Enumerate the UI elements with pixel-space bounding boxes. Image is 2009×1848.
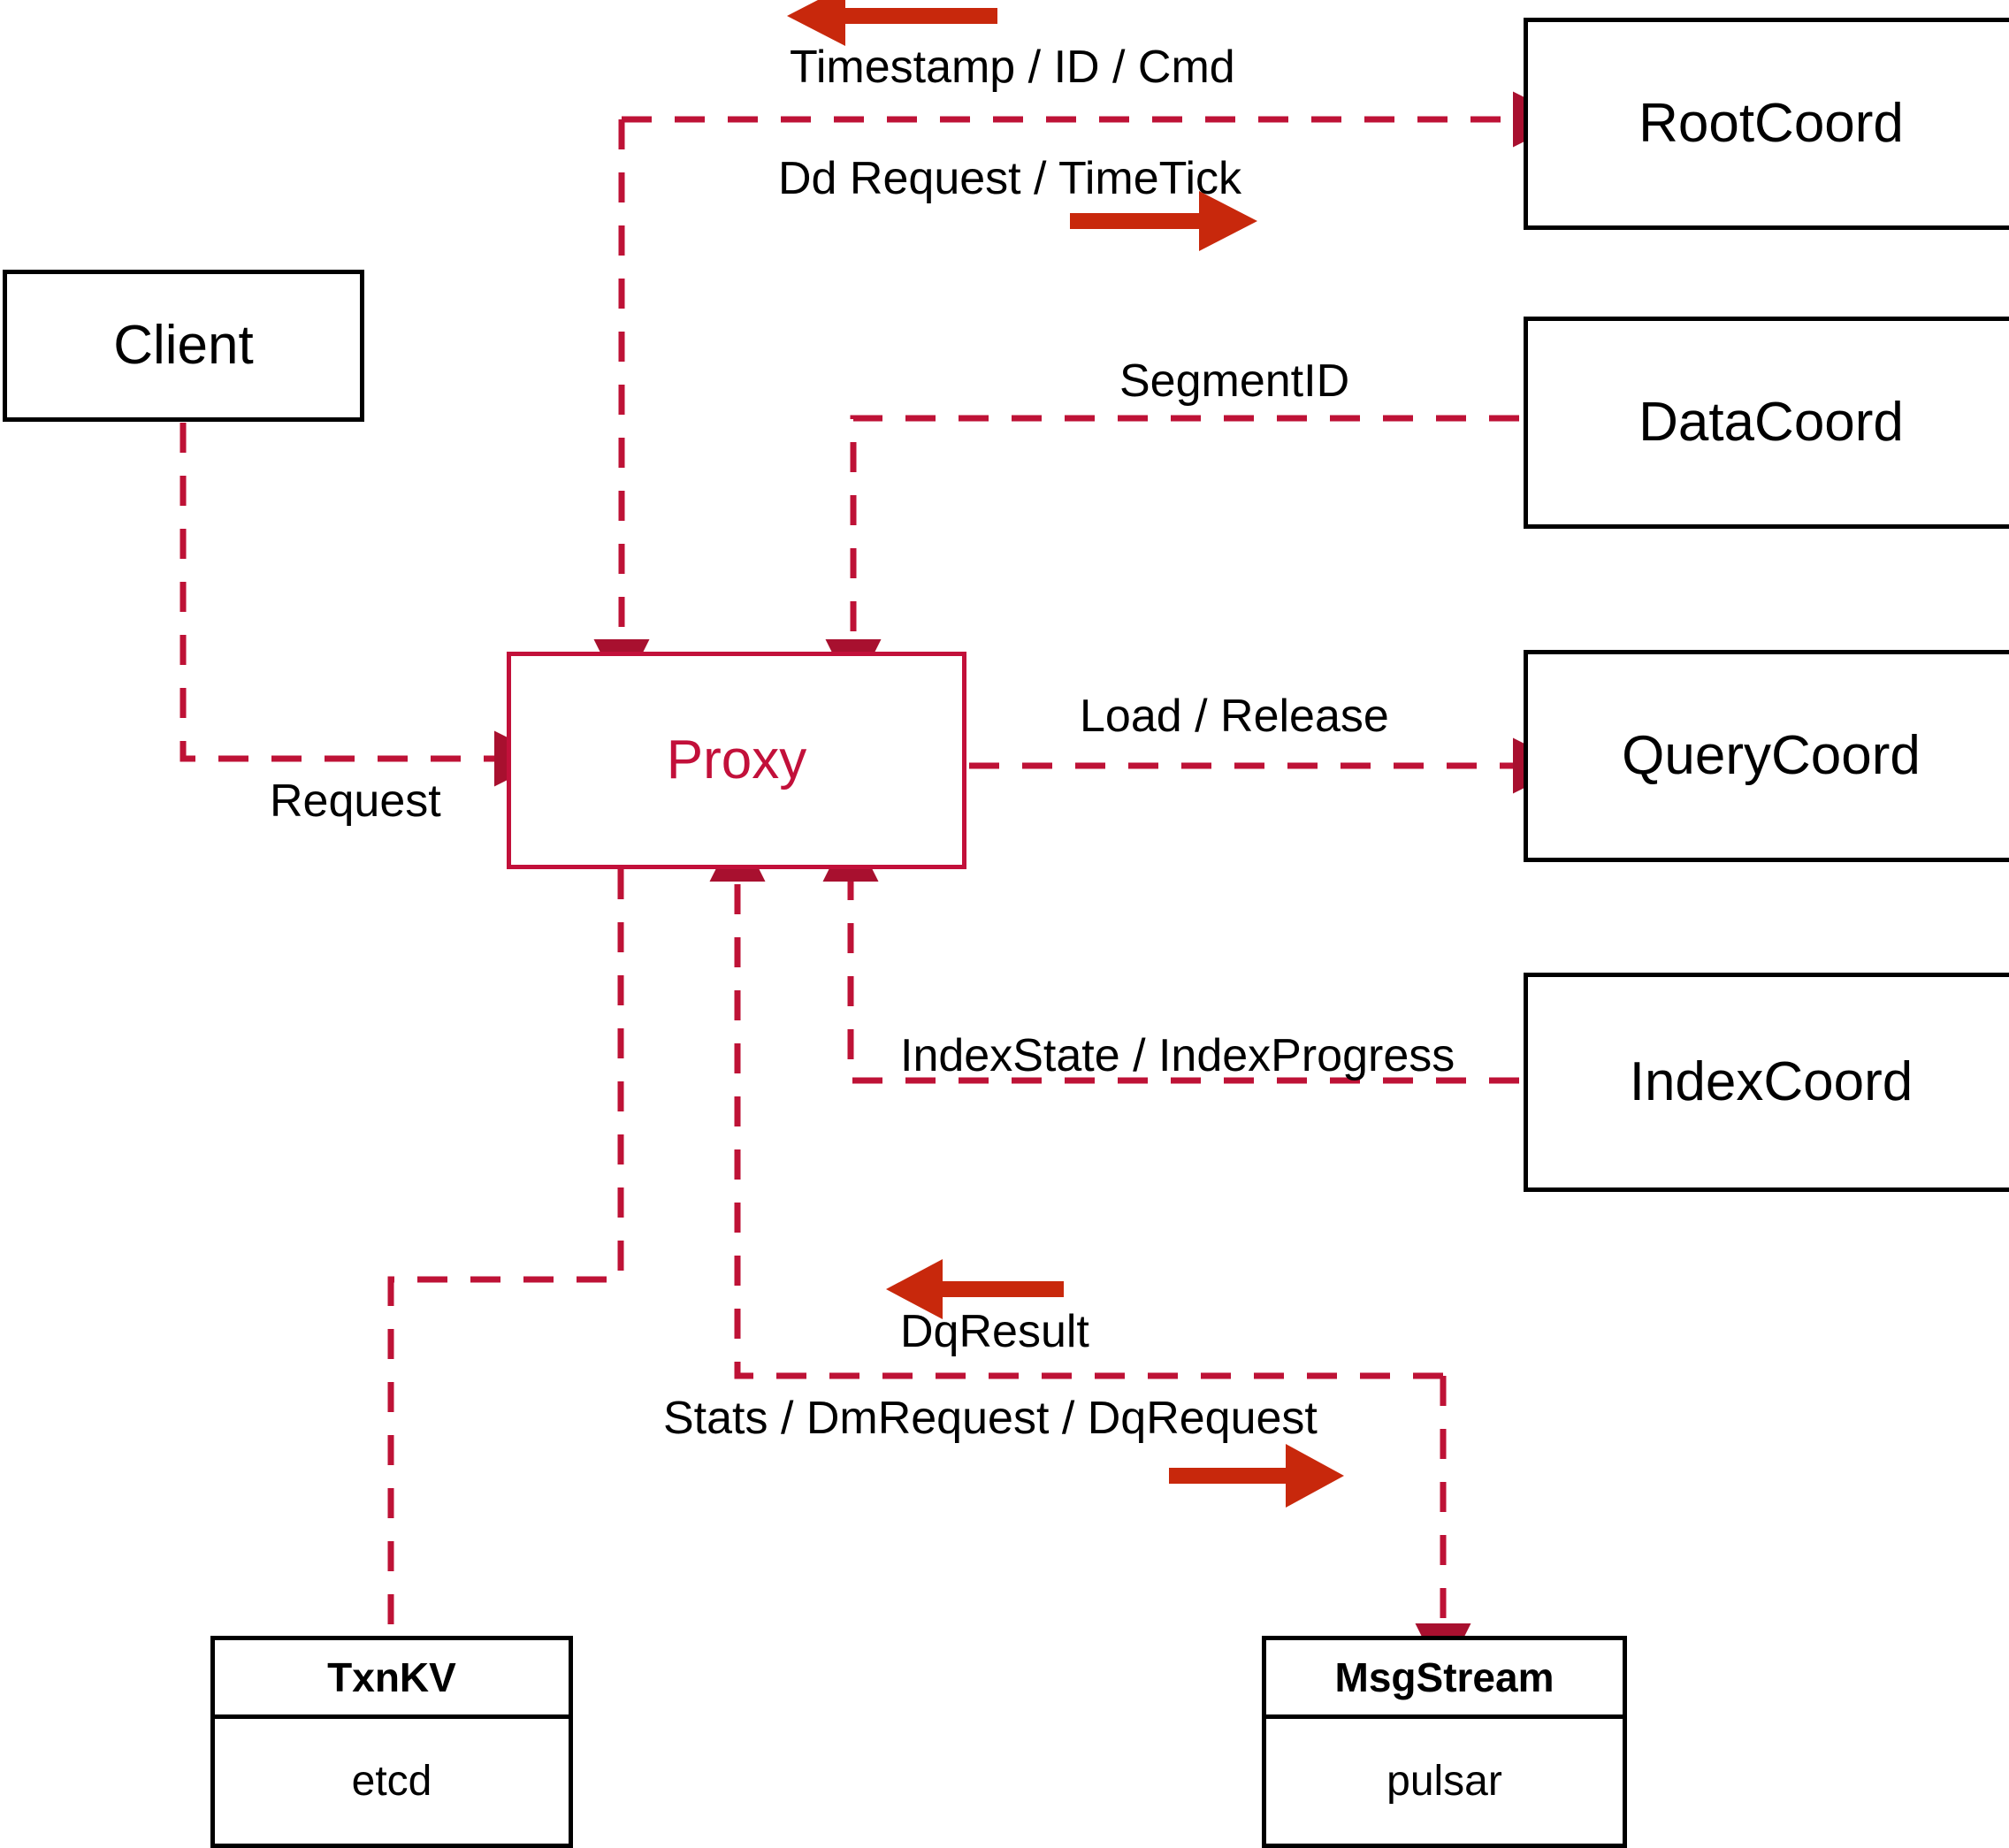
node-txnkv[interactable]: TxnKV etcd	[210, 1636, 573, 1848]
direction-arrow-left-top	[787, 0, 997, 46]
node-msgstream-impl: pulsar	[1386, 1758, 1502, 1805]
node-data-coord-label: DataCoord	[1639, 392, 1904, 453]
node-root-coord-label: RootCoord	[1639, 93, 1904, 154]
node-data-coord[interactable]: DataCoord	[1524, 317, 2009, 529]
edge-index-state-progress	[822, 826, 1519, 1084]
node-query-coord-label: QueryCoord	[1622, 725, 1921, 786]
edge-dd-request-timetick	[593, 91, 1569, 695]
node-msgstream[interactable]: MsgStream pulsar	[1262, 1636, 1627, 1848]
node-index-coord-label: IndexCoord	[1629, 1051, 1914, 1112]
node-proxy[interactable]: Proxy	[507, 652, 966, 869]
direction-arrow-right-bottom	[1169, 1444, 1344, 1508]
edge-label-dd-request-timetick: Dd Request / TimeTick	[778, 153, 1242, 204]
node-msgstream-title: MsgStream	[1334, 1654, 1554, 1700]
node-txnkv-body: etcd	[215, 1719, 569, 1844]
node-proxy-label: Proxy	[666, 729, 807, 790]
node-txnkv-impl: etcd	[351, 1758, 432, 1805]
node-txnkv-title: TxnKV	[327, 1654, 456, 1700]
node-txnkv-header: TxnKV	[215, 1640, 569, 1719]
edge-label-timestamp-id-cmd: Timestamp / ID / Cmd	[790, 42, 1235, 93]
direction-arrow-right-top	[1070, 191, 1257, 251]
edge-label-segment-id: SegmentID	[1119, 355, 1350, 407]
edge-label-index-state-progress: IndexState / IndexProgress	[900, 1030, 1455, 1081]
edge-label-request: Request	[270, 775, 441, 827]
edge-label-stats-dm-dq-request: Stats / DmRequest / DqRequest	[663, 1393, 1318, 1444]
node-root-coord[interactable]: RootCoord	[1524, 18, 2009, 230]
edge-dq-result	[709, 826, 1443, 1379]
edge-segment-id	[825, 415, 1519, 695]
edge-label-dq-result: DqResult	[900, 1306, 1089, 1357]
node-query-coord[interactable]: QueryCoord	[1524, 650, 2009, 862]
node-msgstream-body: pulsar	[1266, 1719, 1623, 1844]
node-msgstream-header: MsgStream	[1266, 1640, 1623, 1719]
node-client[interactable]: Client	[3, 270, 364, 422]
edge-txnkv	[387, 869, 624, 1636]
node-index-coord[interactable]: IndexCoord	[1524, 973, 2009, 1192]
direction-arrow-left-bottom	[886, 1259, 1064, 1319]
edge-label-load-release: Load / Release	[1080, 691, 1389, 742]
edge-request	[180, 423, 550, 787]
node-client-label: Client	[113, 315, 254, 376]
